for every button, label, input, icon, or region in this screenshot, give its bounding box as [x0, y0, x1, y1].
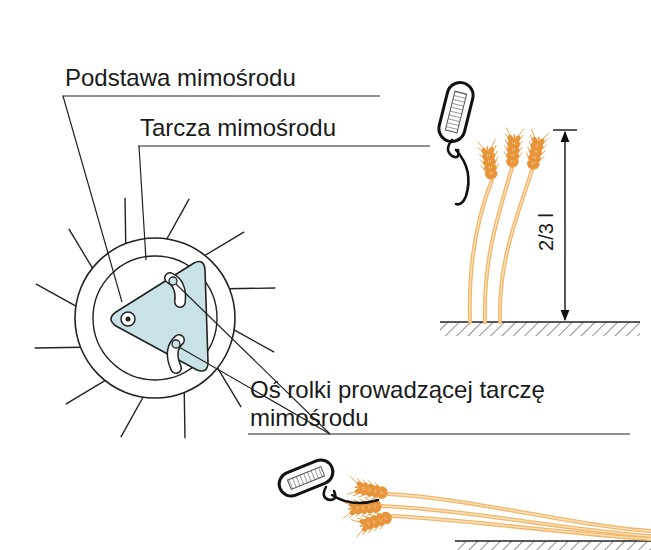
ground-hatch [455, 541, 651, 550]
reel-tines [35, 198, 276, 439]
roller [169, 277, 177, 285]
pivot [121, 312, 135, 326]
dimension-label: 2/3 l [534, 211, 558, 253]
stalk [500, 170, 532, 322]
grain-head [523, 129, 549, 172]
label-underline [62, 95, 380, 96]
slot [170, 278, 180, 302]
slot [173, 340, 179, 368]
reel-tine [184, 390, 186, 438]
reel-tine [166, 199, 189, 241]
reel-tine [203, 232, 244, 257]
dimension-line [564, 132, 565, 320]
stalk [382, 506, 651, 536]
reel-tine [35, 347, 83, 349]
part-label: Tarcza mimośrodu [140, 114, 336, 142]
reel-tine [66, 379, 107, 404]
reel-tine [227, 287, 275, 289]
reel-tine [232, 329, 274, 352]
part-label: Podstawa mimośrodu [65, 64, 296, 92]
pivot-centre [126, 317, 131, 322]
reel-tine [69, 229, 94, 270]
leader-line [63, 96, 122, 302]
slot-outline [173, 340, 179, 368]
reel-tine [121, 395, 144, 437]
leader-line [139, 146, 146, 260]
ground-hatch [440, 322, 640, 336]
eccentric-base [111, 262, 208, 371]
grain-head [347, 477, 390, 503]
slot-outline [170, 278, 180, 302]
label-underline [138, 145, 430, 146]
stalk-highlight [392, 516, 651, 539]
part-label: Oś rolki prowadzącej tarczę mimośrodu [250, 376, 550, 432]
lodged-stalks [341, 477, 651, 539]
ground-line [455, 540, 651, 542]
eccentric-disc [93, 256, 217, 380]
grain-head [351, 507, 395, 536]
reel-tine [216, 366, 241, 407]
stalk-highlight [382, 506, 651, 536]
grain-head [478, 139, 501, 181]
reel-bat [276, 456, 337, 499]
stalk [392, 516, 651, 539]
grain-head [503, 127, 524, 168]
label-underline [248, 433, 630, 434]
dimension-tick [553, 129, 577, 130]
reel-tine [448, 140, 468, 204]
reel-tine [36, 284, 78, 307]
reel-tine [124, 198, 126, 246]
reel-tine [324, 487, 378, 503]
roller [172, 340, 180, 348]
reel-bat [436, 80, 476, 145]
stalk-highlight [500, 170, 532, 322]
